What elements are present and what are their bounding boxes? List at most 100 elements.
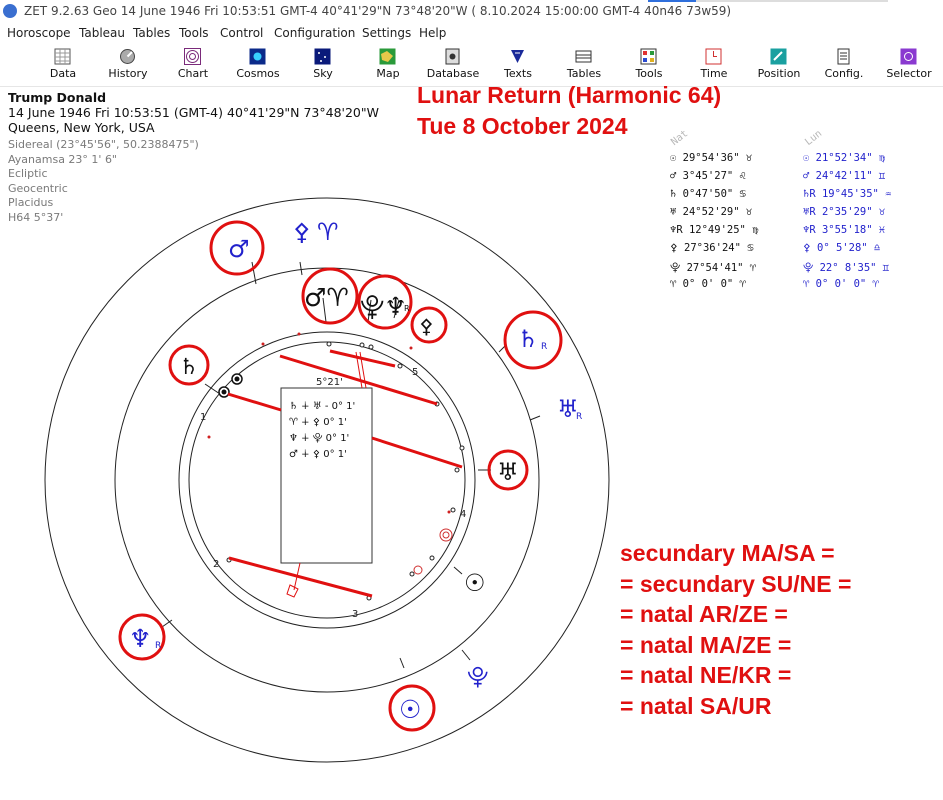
chart-wheel-icon — [184, 48, 201, 65]
toolbar-label: Tools — [635, 67, 663, 80]
lunar-row: ♄R 19°45'35" ♒ — [803, 188, 892, 200]
toolbar-label: Selector — [886, 67, 932, 80]
toolbar-position-button[interactable]: Position — [747, 44, 811, 84]
toolbar-tables-button[interactable]: Tables — [552, 44, 616, 84]
lunar-row: ⯓ 22° 8'35" ♊ — [803, 262, 890, 274]
saturn-retrograde-mark: R — [541, 342, 547, 352]
mars-aries-glyph: ♂♈ — [304, 283, 349, 312]
menu-settings[interactable]: Settings — [362, 26, 412, 40]
toolbar-cosmos-button[interactable]: Cosmos — [226, 44, 290, 84]
toolbar-label: Data — [49, 67, 77, 80]
aspect-row: ♂ ∔ ⚴ 0° 1' — [289, 449, 347, 460]
annotation-line: = natal AR/ZE = — [620, 601, 788, 627]
natal-row: ♅ 24°52'29" ♉ — [670, 206, 753, 218]
database-icon — [445, 48, 460, 65]
annotation-line: = natal SA/UR — [620, 692, 772, 719]
house-number-2: 2 — [213, 559, 219, 570]
menu-control[interactable]: Control — [220, 26, 264, 40]
toolbar-texts-button[interactable]: Texts — [486, 44, 550, 84]
marker-ring-dot-core — [221, 389, 227, 395]
tools-icon — [640, 48, 657, 65]
natal-row: ⯓ 27°54'41" ♈ — [670, 262, 757, 274]
headline: Lunar Return (Harmonic 64) Tue 8 October… — [417, 80, 721, 142]
natal-row: ♆R 12°49'25" ♍ — [670, 224, 759, 236]
lunar-row: ♈ 0° 0' 0" ♈ — [803, 278, 879, 290]
info-detail-ayanamsa: Ayanamsa 23° 1' 6" — [8, 152, 117, 166]
lunar-row: ♅R 2°35'29" ♉ — [803, 206, 886, 218]
highlight-circles — [118, 220, 563, 732]
marker-sun-ring — [439, 528, 453, 542]
marker-ring-dot — [231, 373, 243, 385]
uranus-retrograde-glyph: ♅ — [557, 395, 579, 423]
toolbar-label: Map — [376, 67, 400, 80]
info-detail-coordinates: Ecliptic — [8, 167, 48, 180]
menu-help[interactable]: Help — [419, 26, 447, 40]
natal-row: ⚴ 27°36'24" ♋ — [670, 242, 754, 254]
toolbar-label: History — [108, 67, 148, 80]
menu-horoscope[interactable]: Horoscope — [7, 26, 71, 40]
position-icon — [770, 48, 787, 65]
aspect-box — [280, 387, 373, 564]
toolbar-config-button[interactable]: Config. — [812, 44, 876, 84]
menu-tableau[interactable]: Tableau — [79, 26, 125, 40]
menu-tools[interactable]: Tools — [179, 26, 209, 40]
menu-bar: Horoscope Tableau Tables Tools Control C… — [0, 24, 943, 43]
aspect-row: ♄ ∔ ♅ - 0° 1' — [289, 401, 355, 412]
toolbar-label: Position — [757, 67, 801, 80]
title-accent-strip — [648, 0, 696, 2]
texts-icon — [511, 50, 524, 63]
toolbar-label: Config. — [824, 67, 864, 80]
toolbar-label: Chart — [177, 67, 209, 80]
saturn-natal-glyph: ♄ — [179, 355, 199, 380]
inner-ring-inner — [188, 341, 466, 619]
toolbar-history-button[interactable]: History — [96, 44, 160, 84]
kronos-mid-glyph: ⚴ — [419, 314, 434, 338]
lunar-row: ⚴ 0° 5'28" ♎ — [803, 242, 881, 254]
toolbar-label: Sky — [313, 67, 333, 80]
toolbar-label: Cosmos — [236, 67, 280, 80]
toolbar-time-button[interactable]: Time — [682, 44, 746, 84]
toolbar-map-button[interactable]: Map — [356, 44, 420, 84]
annotation-line: = natal NE/KR = — [620, 662, 792, 688]
menu-configuration[interactable]: Configuration — [274, 26, 356, 40]
mars-outer-glyph: ♂ — [228, 235, 250, 263]
neptune-retrograde-mark: R — [404, 304, 410, 313]
annotation-line: secundary MA/SA = — [620, 540, 835, 566]
toolbar-sky-button[interactable]: Sky — [291, 44, 355, 84]
toolbar-tools-button[interactable]: Tools — [617, 44, 681, 84]
headline-date: Tue 8 October 2024 — [417, 113, 628, 139]
toolbar-label: Texts — [504, 67, 532, 80]
marker-sun-ring-core — [442, 531, 450, 539]
sun-lunar-glyph: ☉ — [399, 695, 421, 724]
marker-small-ring — [413, 565, 423, 575]
natal-header: Nat — [669, 128, 691, 148]
sky-icon — [314, 48, 331, 65]
info-detail-sidereal: Sidereal (23°45'56", 50.2388475") — [8, 138, 199, 151]
info-detail-harmonic: H64 5°37' — [8, 210, 64, 224]
midpoint-lines — [293, 351, 367, 591]
headline-title: Lunar Return (Harmonic 64) — [417, 82, 722, 108]
title-bar: ZET 9.2.63 Geo 14 June 1946 Fri 10:53:51… — [0, 0, 943, 22]
aspect-list: ♄ ∔ ♅ - 0° 1' ♈ ∔ ⚴ 0° 1' ♆ ∔ ⯓ 0° 1' ♂ … — [289, 401, 355, 460]
toolbar-label: Time — [700, 67, 728, 80]
natal-row: ☉ 29°54'36" ♉ — [670, 152, 753, 164]
toolbar-data-button[interactable]: Data — [31, 44, 95, 84]
neptune-lunar-glyph: ♆ — [129, 624, 151, 653]
hades-lunar-glyph: ⯓ — [467, 665, 489, 690]
toolbar-chart-button[interactable]: Chart — [161, 44, 225, 84]
hades-neptune-glyph: ⯓♆ — [360, 292, 407, 321]
sun-natal-glyph: ☉ — [464, 569, 486, 597]
tables-icon — [575, 50, 592, 63]
aspect-row: ♆ ∔ ⯓ 0° 1' — [289, 433, 349, 444]
menu-tables[interactable]: Tables — [133, 26, 171, 40]
natal-row: ♈ 0° 0' 0" ♈ — [670, 278, 746, 290]
toolbar-database-button[interactable]: Database — [421, 44, 485, 84]
birth-date-line: 14 June 1946 Fri 10:53:51 (GMT-4) 40°41'… — [8, 105, 379, 120]
red-dot-markers — [207, 332, 451, 514]
selector-icon — [900, 48, 917, 65]
positions-table: Nat Lun ☉ 29°54'36" ♉ ♂ 3°45'27" ♌ ♄ 0°4… — [669, 125, 920, 300]
toolbar-selector-button[interactable]: Selector — [877, 44, 941, 84]
house-numbers: 1 2 3 4 5 — [200, 367, 466, 620]
house-number-4: 4 — [460, 509, 466, 520]
time-icon — [705, 48, 722, 65]
